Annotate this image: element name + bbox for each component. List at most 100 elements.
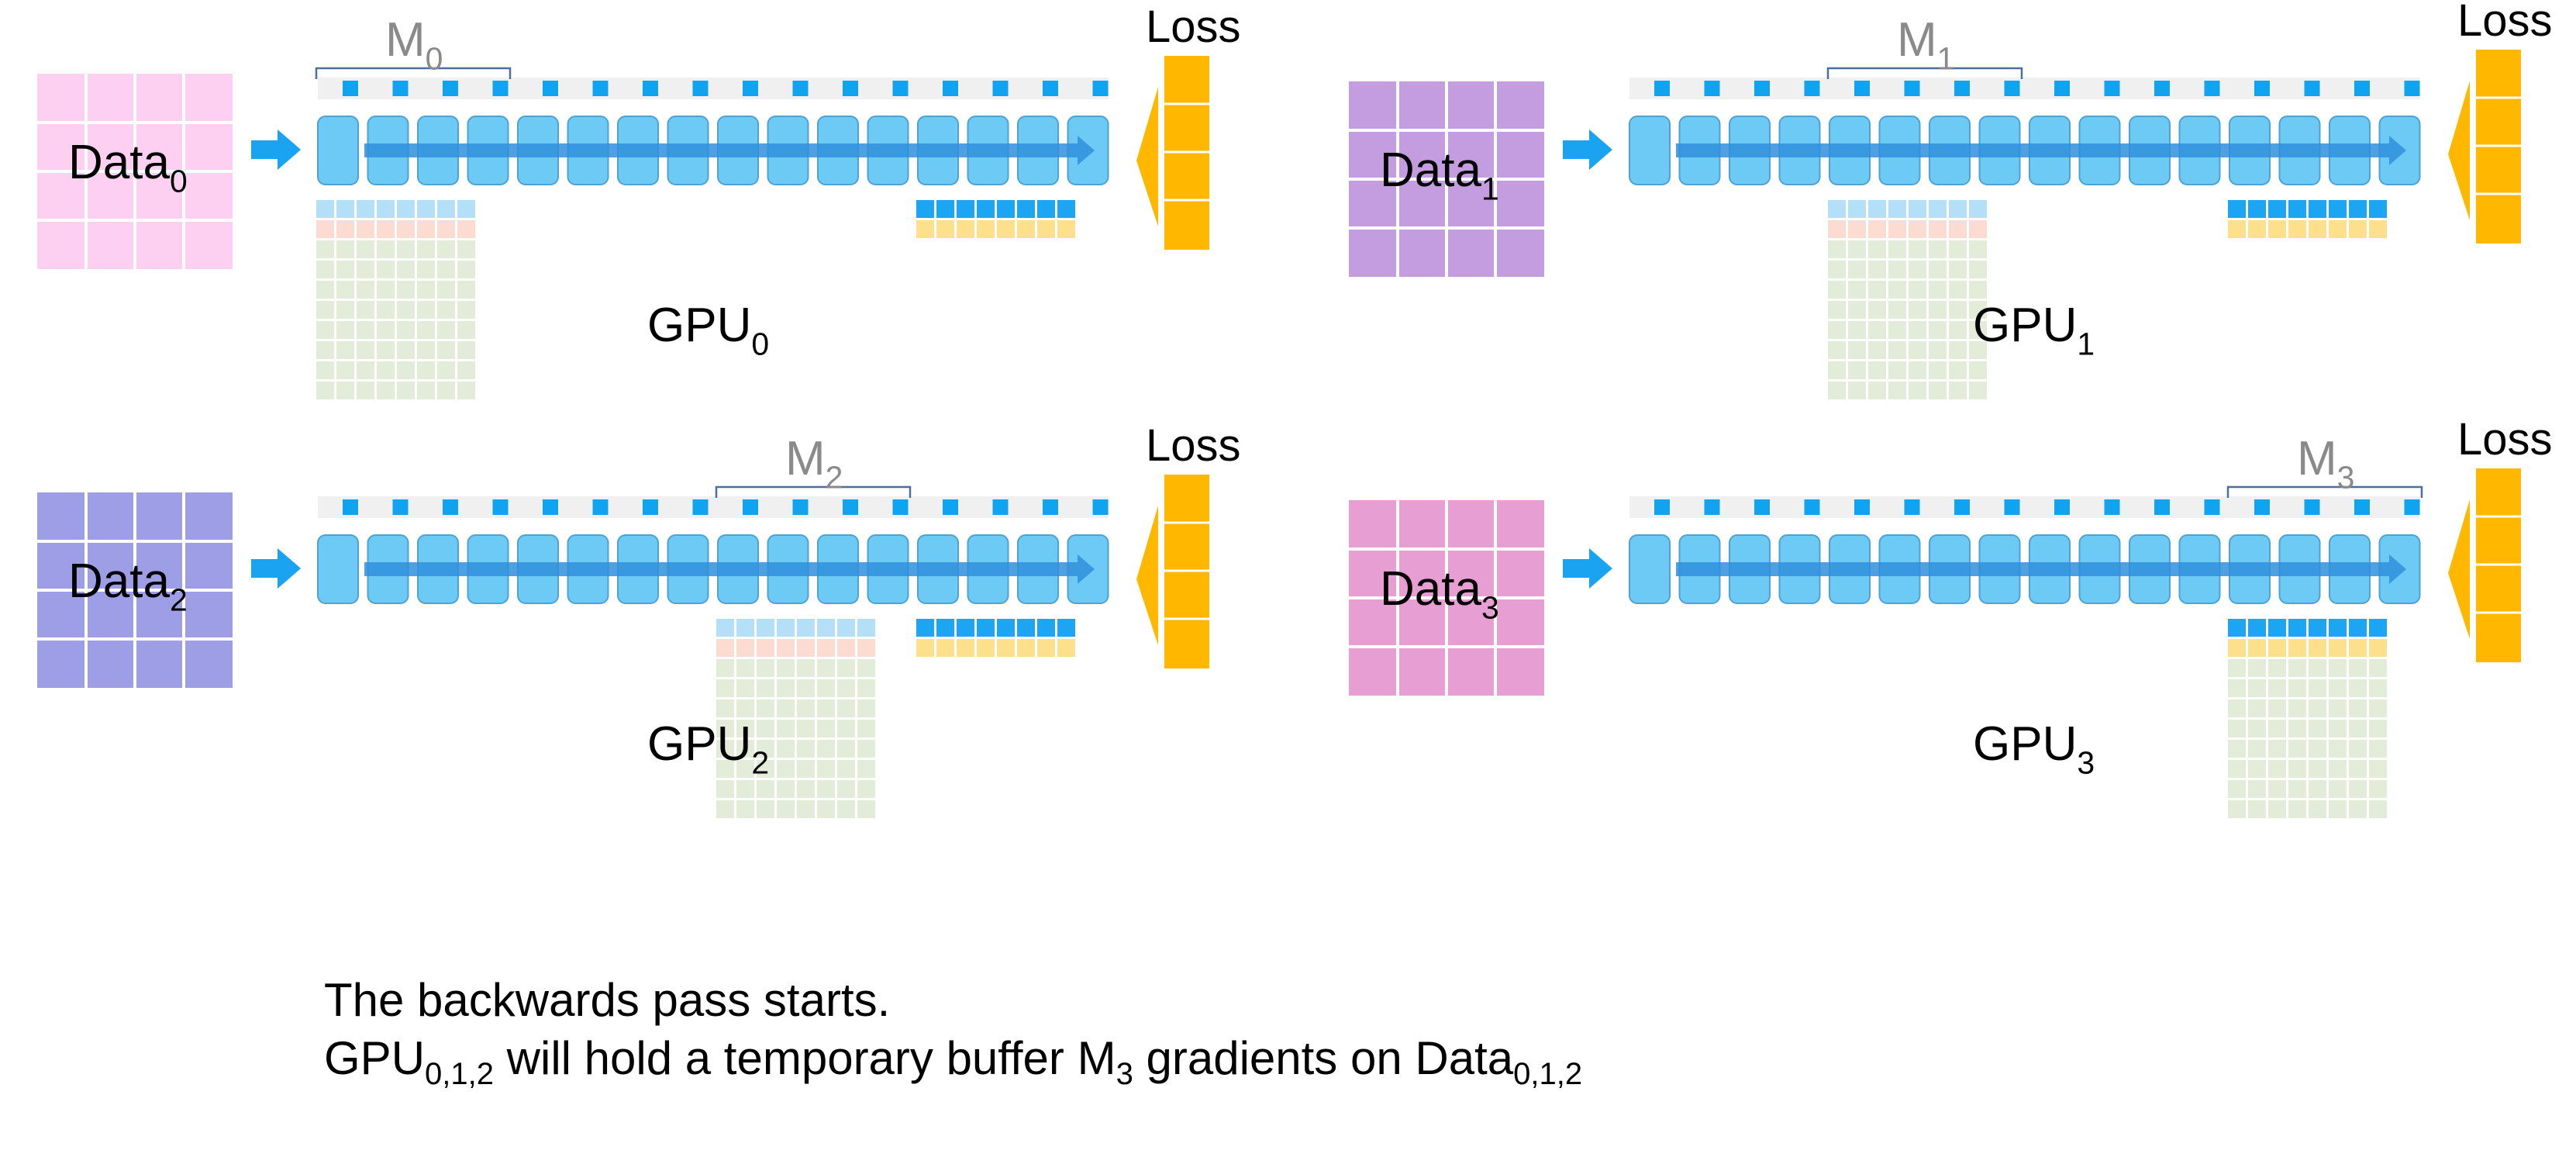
gradient-cell (2228, 760, 2246, 778)
gradient-cell (797, 639, 815, 657)
gradient-cell (1037, 220, 1055, 238)
gradient-cell (457, 382, 475, 399)
gradient-cell (1969, 200, 1987, 218)
gradient-cell (1969, 220, 1987, 238)
gradient-cell (1929, 361, 1947, 379)
gradient-cell (977, 619, 995, 637)
gradient-cell (1868, 240, 1886, 258)
parameter-shard (2004, 499, 2020, 515)
gradient-cell (336, 220, 354, 238)
gradient-cell (457, 321, 475, 339)
gradient-cell (997, 639, 1015, 657)
gradient-cell (2248, 740, 2266, 758)
parameter-shard (2054, 81, 2070, 96)
parameter-shard (392, 499, 409, 515)
gradient-cell (736, 720, 754, 737)
gradient-cell (1969, 341, 1987, 359)
gradient-cell (397, 361, 415, 379)
gradient-cell (2248, 699, 2266, 717)
gradient-cell (2349, 659, 2367, 677)
gradient-cell (1909, 321, 1926, 339)
temporary-gradient-buffer (2228, 200, 2387, 238)
gradient-cell (997, 619, 1015, 637)
gradient-cell (2268, 639, 2286, 657)
gradient-cell (2248, 659, 2266, 677)
gradient-cell (1017, 200, 1035, 218)
parameter-shard (1704, 499, 1720, 515)
gradient-cell (2369, 639, 2387, 657)
model-shard-bracket (315, 67, 512, 79)
forward-arrow (1676, 554, 2406, 584)
model-shard-bracket (715, 485, 912, 498)
gradient-cell (2288, 720, 2306, 737)
gradient-cell (417, 200, 435, 218)
parameter-shard (1954, 499, 1970, 515)
gradient-cell (357, 220, 374, 238)
gradient-cell (2369, 619, 2387, 637)
gradient-cell (1909, 341, 1926, 359)
gradient-cell (957, 200, 974, 218)
gradient-cell (916, 200, 934, 218)
gradient-cell (797, 720, 815, 737)
gradient-cell (1888, 361, 1906, 379)
parameter-shard (1043, 81, 1058, 96)
gradient-cell (357, 261, 374, 278)
gradient-cell (757, 679, 774, 697)
gradient-cell (777, 699, 795, 717)
gradient-cell (336, 301, 354, 319)
gradient-cell (757, 780, 774, 798)
gradient-cell (417, 281, 435, 299)
gradient-cell (397, 200, 415, 218)
gradient-cell (2369, 200, 2387, 218)
gradient-cell (1929, 301, 1947, 319)
parameter-shard (1804, 499, 1820, 515)
gradient-cell (417, 361, 435, 379)
gradient-cell (417, 220, 435, 238)
gradient-cell (2228, 220, 2246, 238)
gradient-cell (837, 679, 855, 697)
gradient-cell (1017, 619, 1035, 637)
gradient-cell (817, 659, 835, 677)
gradient-cell (736, 699, 754, 717)
gradient-cell (2309, 619, 2326, 637)
caption-line-2: GPU0,1,2 will hold a temporary buffer M3… (324, 1032, 1583, 1091)
gradient-cell (936, 200, 954, 218)
gradient-cell (857, 679, 875, 697)
gradient-cell (1909, 240, 1926, 258)
gradient-cell (357, 200, 374, 218)
gradient-cell (757, 760, 774, 778)
gradient-cell (437, 240, 455, 258)
gradient-cell (797, 760, 815, 778)
input-arrow (251, 548, 301, 589)
parameter-shard (1954, 81, 1970, 96)
parameter-shard (443, 499, 458, 515)
gpu-label: GPU0 (647, 299, 769, 361)
gradient-cell (1929, 341, 1947, 359)
gradient-cell (316, 321, 334, 339)
gradient-cell (2309, 760, 2326, 778)
parameter-shard (2054, 499, 2070, 515)
gradient-cell (1969, 281, 1987, 299)
gradient-cell (1888, 281, 1906, 299)
gradient-cell (417, 382, 435, 399)
gradient-cell (817, 639, 835, 657)
gradient-cell (1848, 382, 1866, 399)
gradient-cell (857, 639, 875, 657)
gradient-cell (2309, 639, 2326, 657)
gradient-cell (417, 341, 435, 359)
parameter-shard (843, 499, 858, 515)
gradient-cell (377, 281, 395, 299)
gradient-cell (2248, 220, 2266, 238)
gradient-cell (437, 261, 455, 278)
gradient-cell (2288, 800, 2306, 818)
parameter-shard (692, 81, 709, 96)
gradient-cell (777, 800, 795, 818)
gradient-cell (2268, 780, 2286, 798)
gradient-cell (2248, 720, 2266, 737)
gradient-cell (2349, 220, 2367, 238)
gradient-cell (1949, 321, 1967, 339)
gradient-cell (936, 220, 954, 238)
gradient-cell (2369, 780, 2387, 798)
parameter-shard (592, 499, 609, 515)
gradient-cell (1909, 301, 1926, 319)
